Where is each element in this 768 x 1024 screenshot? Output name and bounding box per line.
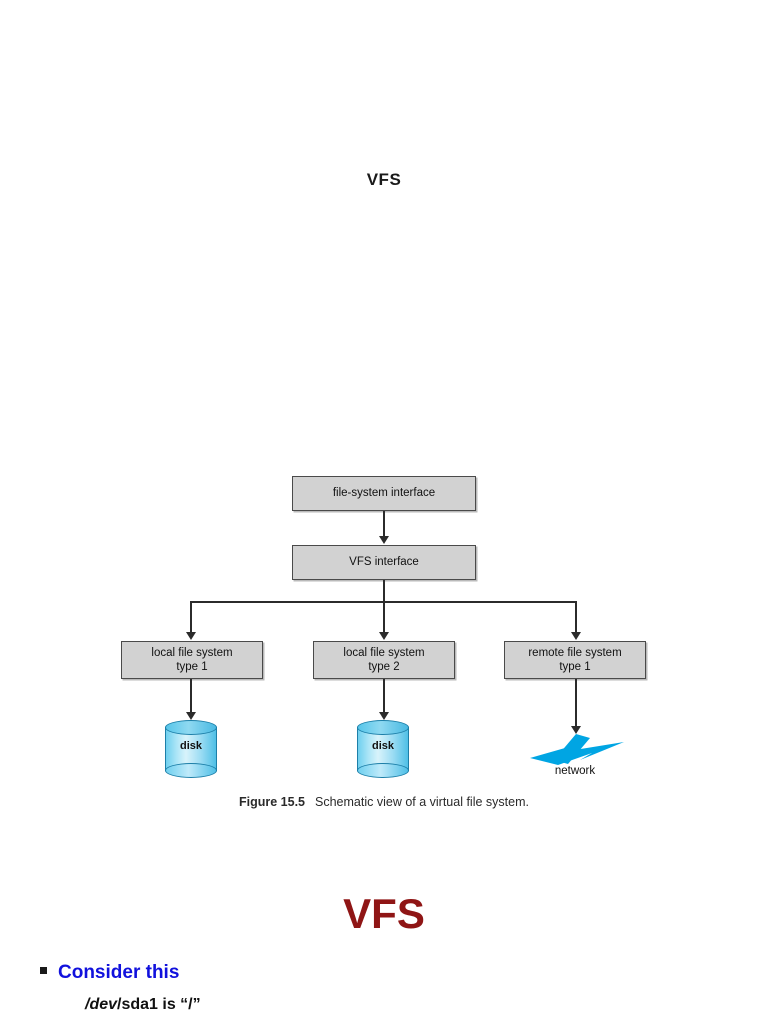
node-local-file-system-type-2: local file system type 2	[313, 641, 455, 679]
bolt-core	[554, 734, 590, 764]
page-title: VFS	[366, 170, 402, 189]
bullet-label: Consider this	[58, 962, 180, 983]
node-label-line2: type 1	[559, 661, 591, 673]
figure-number: Figure 15.5	[239, 795, 306, 809]
node-label-line1: local file system	[151, 646, 233, 659]
node-file-system-interface: file-system interface	[292, 476, 476, 511]
cylinder-bottom	[357, 763, 409, 778]
arrowhead-disk2	[379, 712, 389, 720]
node-label: local file system type 2	[343, 646, 424, 675]
node-remote-file-system-type-1: remote file system type 1	[504, 641, 646, 679]
connector-type3-to-network	[575, 679, 577, 727]
vfs-diagram: file-system interface VFS interface loca…	[0, 460, 768, 820]
cylinder-bottom	[165, 763, 217, 778]
network-bolt-svg	[530, 734, 624, 765]
node-label: remote file system type 1	[528, 646, 621, 675]
bolt-wings	[530, 742, 624, 765]
connector-type1-to-disk	[190, 679, 192, 713]
arrowhead-network	[571, 726, 581, 734]
node-label-line1: local file system	[343, 646, 425, 659]
disk-cylinder-icon: disk	[165, 720, 217, 778]
node-label-line1: remote file system	[528, 646, 622, 659]
dev-path-rest: /sda1 is “/”	[117, 996, 201, 1013]
node-label: file-system interface	[332, 487, 436, 500]
slide-title: VFS	[343, 890, 425, 937]
figure-caption-text: Schematic view of a virtual file system.	[315, 795, 529, 809]
cylinder-top	[357, 720, 409, 735]
node-label: VFS interface	[349, 556, 419, 569]
connector-vfs-stem	[383, 580, 385, 601]
disk-label: disk	[179, 740, 202, 752]
network-bolt-icon	[528, 732, 624, 766]
disk-label: disk	[371, 740, 394, 752]
connector-bus-to-type1	[190, 601, 192, 633]
node-label-line2: type 1	[176, 661, 208, 673]
connector-bus-to-type3	[575, 601, 577, 633]
arrowhead-fsi-to-vfs	[379, 536, 389, 544]
connector-fsi-to-vfs	[383, 511, 385, 537]
connector-bus-to-type2	[383, 601, 385, 633]
arrowhead-type2	[379, 632, 389, 640]
node-vfs-interface: VFS interface	[292, 545, 476, 580]
dev-path: /dev	[85, 996, 118, 1013]
arrowhead-type1	[186, 632, 196, 640]
node-local-file-system-type-1: local file system type 1	[121, 641, 263, 679]
node-label: local file system type 1	[151, 646, 232, 675]
arrowhead-type3	[571, 632, 581, 640]
disk-cylinder-icon: disk	[357, 720, 409, 778]
figure-caption: Figure 15.5 Schematic view of a virtual f…	[0, 795, 768, 810]
sub-bullet-dev-sda1: /dev/sda1 is “/”	[85, 996, 201, 1014]
connector-type2-to-disk	[383, 679, 385, 713]
bullet-item-consider-this: Consider this	[40, 962, 179, 984]
node-label-line2: type 2	[368, 661, 400, 673]
network-label: network	[554, 765, 596, 777]
square-bullet-icon	[40, 967, 47, 974]
arrowhead-disk1	[186, 712, 196, 720]
cylinder-top	[165, 720, 217, 735]
